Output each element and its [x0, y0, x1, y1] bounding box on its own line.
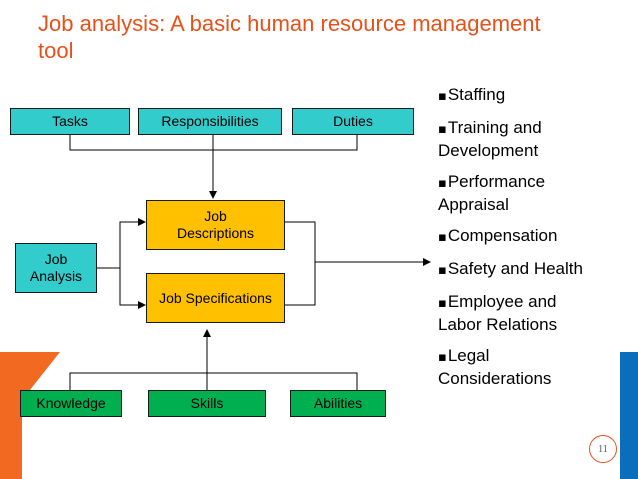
- skills-box: Skills: [148, 390, 266, 417]
- abilities-box: Abilities: [290, 390, 386, 417]
- duties-box: Duties: [292, 108, 414, 135]
- use-item-safety: Safety and Health: [438, 258, 598, 281]
- arrow-to-descriptions-left: [119, 218, 146, 268]
- uses-list: Staffing Training and Development Perfor…: [438, 84, 598, 399]
- use-item-legal: Legal Considerations: [438, 345, 598, 389]
- use-item-training: Training and Development: [438, 117, 598, 161]
- use-item-compensation: Compensation: [438, 225, 598, 248]
- use-item-relations: Employee and Labor Relations: [438, 291, 598, 335]
- arrow-to-specifications-left: [119, 268, 146, 309]
- connector-right-merge: [285, 221, 316, 306]
- job-analysis-box: Job Analysis: [15, 243, 97, 293]
- use-item-appraisal: Performance Appraisal: [438, 171, 598, 215]
- connector-bottom-merge: [69, 372, 358, 390]
- orange-wedge: [22, 352, 60, 400]
- job-specifications-box: Job Specifications: [146, 273, 285, 323]
- page-number: 11: [589, 435, 617, 463]
- blue-right-edge: [620, 352, 638, 479]
- slide-title: Job analysis: A basic human resource man…: [38, 11, 541, 63]
- orange-corner: [0, 352, 22, 479]
- knowledge-box: Knowledge: [20, 390, 122, 417]
- use-item-staffing: Staffing: [438, 84, 598, 107]
- tasks-box: Tasks: [10, 108, 130, 135]
- responsibilities-box: Responsibilities: [138, 108, 282, 135]
- job-descriptions-box: Job Descriptions: [146, 200, 285, 250]
